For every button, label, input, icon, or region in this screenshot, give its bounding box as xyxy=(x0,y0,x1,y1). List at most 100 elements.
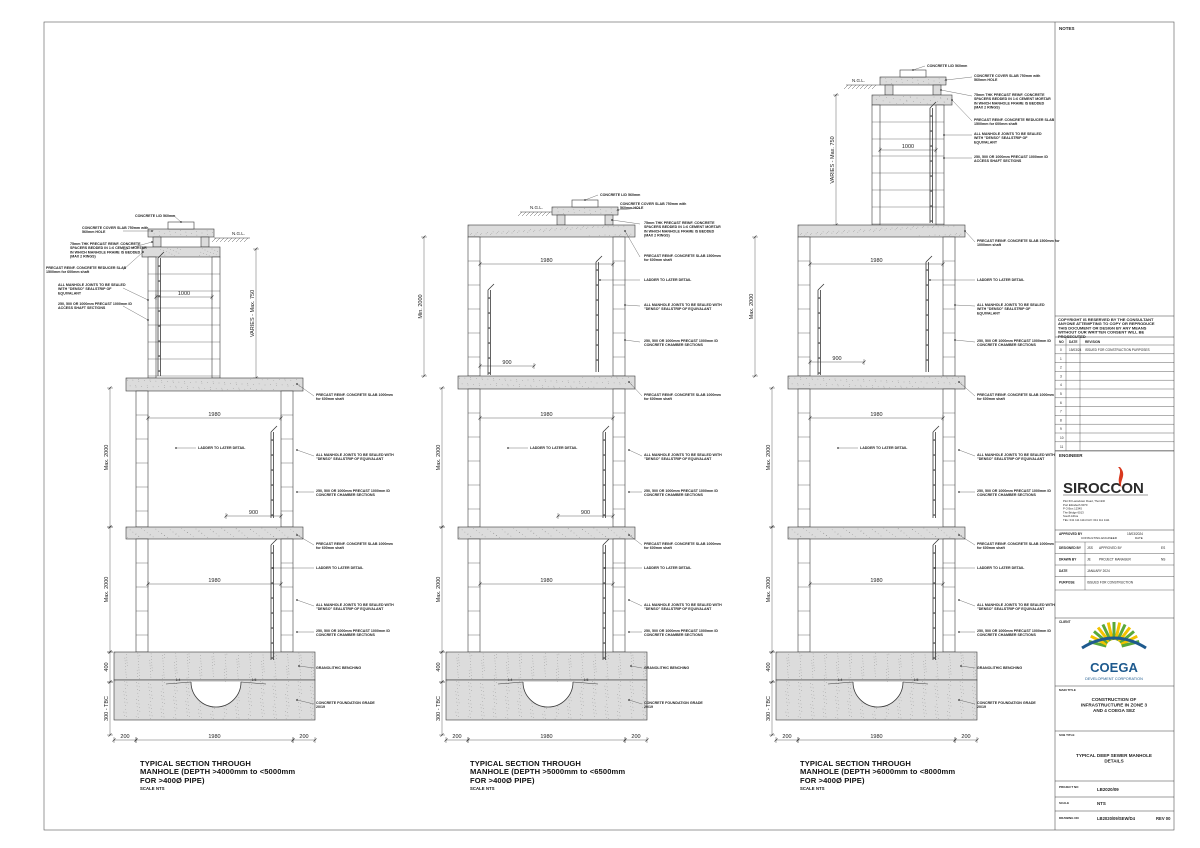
hatch-dot xyxy=(936,667,938,669)
revision-no: 7 xyxy=(1060,410,1062,414)
hatch-dot xyxy=(568,699,570,701)
hatch-dot xyxy=(786,660,788,662)
hatch-dot xyxy=(975,673,976,674)
hatch-dot xyxy=(947,694,948,695)
hatch-dot xyxy=(495,713,496,714)
hatch-dot xyxy=(947,718,949,720)
hatch-dot xyxy=(837,385,839,387)
hatch-dot xyxy=(644,687,645,688)
hatch-dot xyxy=(135,386,137,388)
shaft-wall-right xyxy=(211,256,221,379)
hatch-dot xyxy=(812,671,813,672)
hatch-dot xyxy=(593,695,595,697)
hatch-dot xyxy=(911,707,913,709)
hatch-dot xyxy=(539,380,540,381)
hatch-dot xyxy=(788,527,790,529)
hatch-dot xyxy=(886,97,887,98)
hatch-dot xyxy=(299,386,300,387)
hatch-dot xyxy=(545,676,546,677)
leader-dot xyxy=(296,699,298,701)
hatch-dot xyxy=(973,714,974,715)
hatch-dot xyxy=(469,713,471,715)
hatch-dot xyxy=(173,716,175,718)
hatch-dot xyxy=(124,684,126,686)
hatch-dot xyxy=(863,671,865,673)
hatch-dot xyxy=(126,378,128,380)
hatch-dot xyxy=(873,231,874,232)
hatch-dot xyxy=(524,385,526,387)
hatch-dot xyxy=(643,676,645,678)
hatch-dot xyxy=(949,536,951,538)
hatch-dot xyxy=(217,251,218,252)
hatch-dot xyxy=(263,660,264,661)
hatch-dot xyxy=(482,701,483,702)
hatch-dot xyxy=(273,710,274,711)
hatch-dot xyxy=(251,653,252,654)
hatch-dot xyxy=(885,77,887,79)
hatch-dot xyxy=(300,654,302,656)
hatch-dot xyxy=(813,664,815,666)
ladder-rung xyxy=(818,327,820,329)
dimension-tick xyxy=(146,416,150,420)
hatch-dot xyxy=(481,232,483,234)
hatch-dot xyxy=(922,684,924,686)
hatch-dot xyxy=(170,249,171,250)
hatch-dot xyxy=(886,654,888,656)
ladder-rung xyxy=(933,642,935,644)
hatch-dot xyxy=(644,664,646,666)
precast-slab-1 xyxy=(125,377,304,392)
hatch-dot xyxy=(137,696,139,698)
granolithic-benching-hatch xyxy=(776,652,977,680)
hatch-dot xyxy=(456,684,458,686)
hatch-dot xyxy=(834,380,836,382)
hatch-dot xyxy=(861,702,863,704)
dimension-tick xyxy=(770,525,774,529)
hatch-dot xyxy=(298,709,300,711)
hatch-dot xyxy=(788,659,790,661)
hatch-dot xyxy=(531,706,533,708)
hatch-dot xyxy=(619,677,620,678)
hatch-dot xyxy=(593,663,595,665)
hatch-dot xyxy=(899,99,901,101)
hatch-dot xyxy=(788,702,790,704)
ladder-rung xyxy=(603,499,605,501)
hatch-dot xyxy=(863,231,864,232)
hatch-dot xyxy=(872,717,874,719)
hatch-dot xyxy=(533,532,535,534)
hatch-dot xyxy=(494,702,495,703)
hatch-dot xyxy=(926,529,928,531)
hatch-dot xyxy=(520,674,521,675)
hatch-dot xyxy=(605,535,607,537)
hatch-dot xyxy=(136,702,138,704)
hatch-dot xyxy=(203,253,204,254)
hatch-dot xyxy=(834,378,836,380)
ladder-rung xyxy=(271,484,274,486)
hatch-dot xyxy=(848,687,849,688)
hatch-dot xyxy=(836,689,838,691)
hatch-dot xyxy=(135,533,137,535)
hatch-dot xyxy=(144,530,145,531)
hatch-dot xyxy=(137,713,139,715)
hatch-dot xyxy=(224,654,226,656)
hatch-dot xyxy=(169,234,171,236)
hatch-dot xyxy=(582,697,584,699)
hatch-dot xyxy=(275,714,277,716)
hatch-dot xyxy=(607,226,609,228)
leader-dot xyxy=(298,665,300,667)
hatch-dot xyxy=(187,715,188,716)
hatch-dot xyxy=(311,673,313,675)
hatch-dot xyxy=(925,663,926,664)
ladder-rung xyxy=(596,284,598,286)
drawing-label: DRAWING NO xyxy=(1059,816,1079,820)
hatch-dot xyxy=(471,675,472,676)
hatch-dot xyxy=(481,668,483,670)
hatch-dot xyxy=(510,379,512,381)
leader-dot xyxy=(296,599,298,601)
hatch-dot xyxy=(592,698,593,699)
hatch-dot xyxy=(541,385,543,387)
hatch-dot xyxy=(455,715,457,717)
hatch-dot xyxy=(973,700,975,702)
hatch-dot xyxy=(150,673,152,675)
